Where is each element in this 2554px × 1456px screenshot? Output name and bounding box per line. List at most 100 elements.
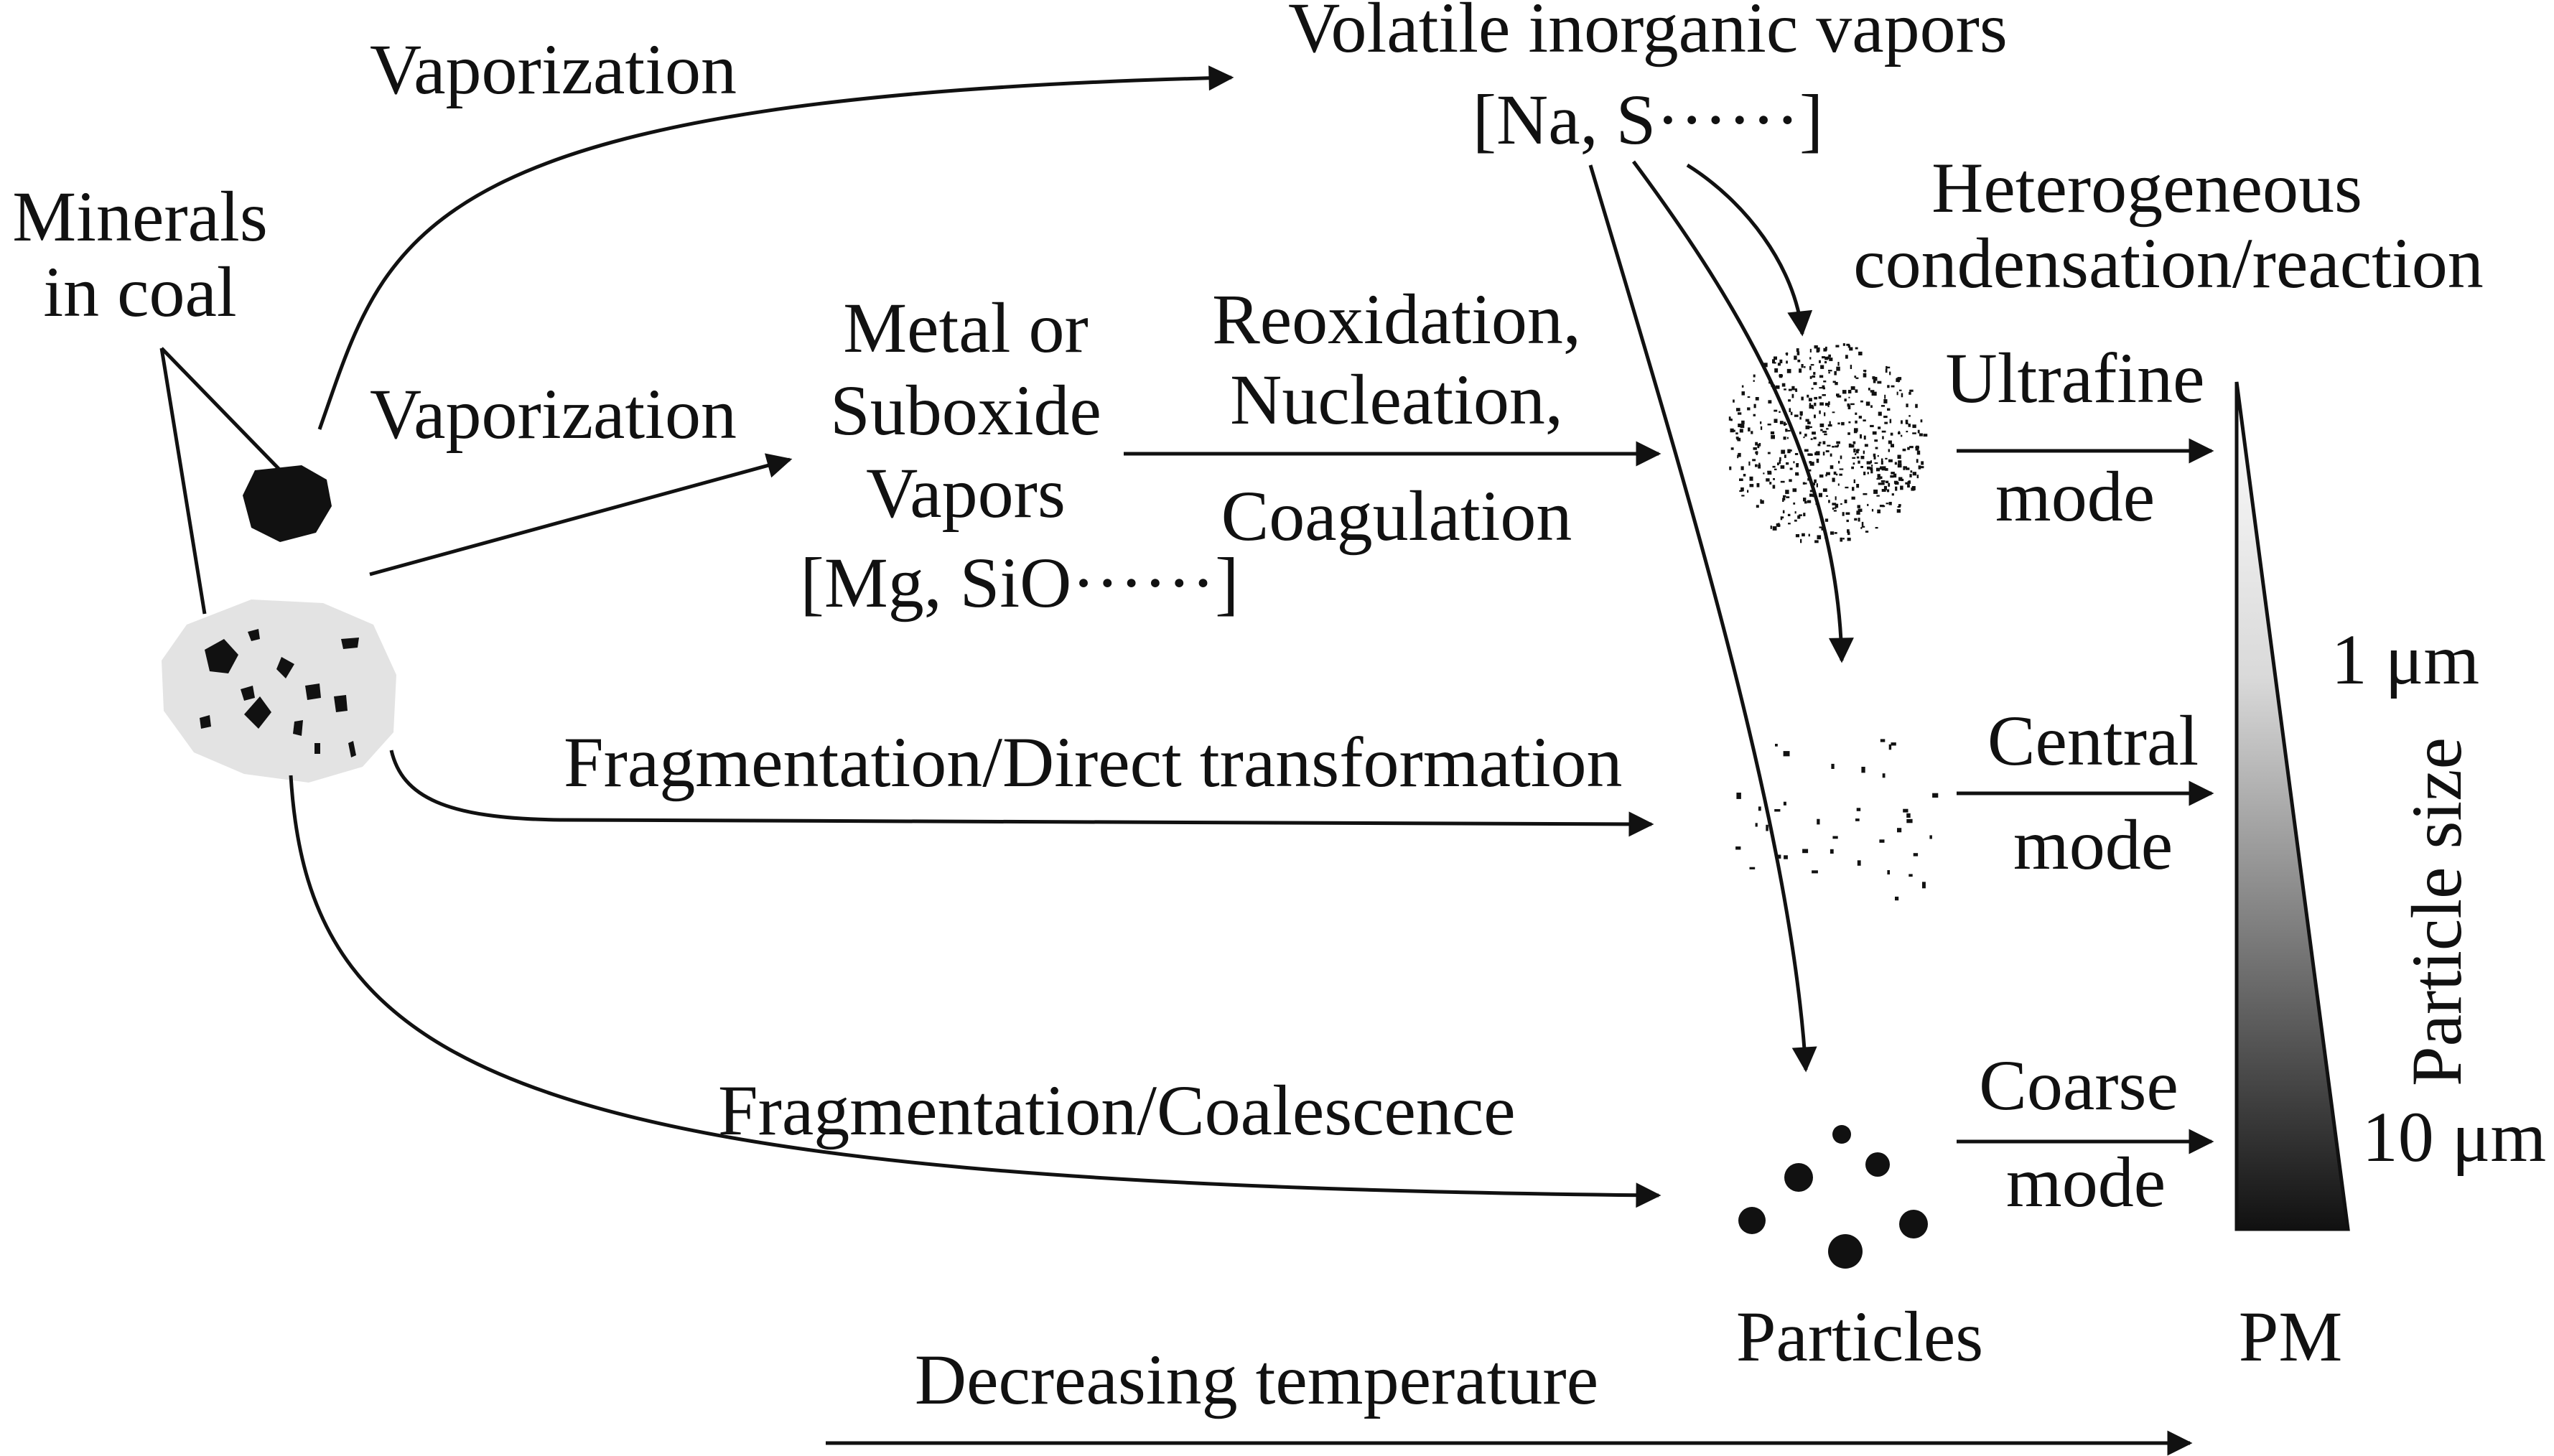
- particle-dot: [1865, 401, 1870, 406]
- particle-dot: [1909, 474, 1912, 477]
- particle-dot: [1770, 431, 1775, 434]
- particle-dot: [1767, 424, 1771, 426]
- particle-dot: [1856, 456, 1860, 459]
- particle-dot: [1918, 465, 1921, 470]
- particle-dot: [1852, 457, 1856, 459]
- particle-dot: [1828, 500, 1830, 503]
- particle-dot: [1789, 449, 1792, 452]
- particle-dot: [1842, 538, 1845, 540]
- ultrafine-mode-label: mode: [1995, 457, 2155, 536]
- particle-dot: [1832, 446, 1835, 448]
- particle-dot: [1779, 411, 1781, 413]
- particle-dot: [1916, 450, 1921, 455]
- particle-dot: [1736, 793, 1741, 799]
- particle-dot: [1815, 451, 1820, 456]
- fragmentation-coalescence-label: Fragmentation/Coalescence: [718, 1070, 1516, 1150]
- particle-dot: [1895, 486, 1898, 491]
- particle-dot: [1760, 421, 1762, 424]
- particle-dot: [1840, 455, 1842, 459]
- coagulation-label: Coagulation: [1221, 476, 1572, 556]
- heterogeneous-label-line2: condensation/reaction: [1853, 223, 2483, 303]
- particle-dot: [1801, 364, 1804, 368]
- reoxidation-label: Reoxidation,: [1212, 279, 1581, 359]
- particle-dot: [1753, 380, 1755, 382]
- particle-dot: [1804, 434, 1807, 437]
- particle-dot: [1851, 444, 1855, 448]
- particle-dot: [1774, 419, 1778, 423]
- particle-dot: [1763, 472, 1765, 475]
- particle-dot: [1919, 466, 1924, 469]
- particle-dot: [1793, 502, 1796, 505]
- particle-dot: [1816, 483, 1818, 487]
- particle-dot: [1909, 446, 1914, 449]
- particle-dot: [1896, 378, 1901, 382]
- particle-dot: [1780, 465, 1785, 469]
- particle-dot: [1834, 370, 1837, 375]
- particle-dot: [1828, 370, 1832, 372]
- particle-dot: [1818, 396, 1822, 399]
- particle-dot: [1836, 393, 1840, 397]
- particle-dot: [1888, 482, 1891, 487]
- particle-dot: [1893, 480, 1898, 484]
- particle-dot: [1898, 431, 1901, 434]
- particle-dot: [1775, 385, 1780, 389]
- particle-dot: [1835, 503, 1839, 508]
- particle-dot: [1865, 531, 1869, 533]
- particle-dot: [1834, 532, 1837, 534]
- particle-dot: [1898, 431, 1901, 434]
- particle-dot: [1889, 371, 1891, 375]
- particle-dot: [1850, 365, 1852, 369]
- particle-dot: [1888, 502, 1892, 505]
- particle-dot: [1804, 449, 1809, 452]
- particle-dot: [1838, 460, 1840, 464]
- particle-dot: [1837, 362, 1840, 366]
- particle-dot: [1791, 393, 1794, 398]
- particle-dot: [1755, 397, 1759, 401]
- particle-dot: [1824, 361, 1827, 364]
- particle-dot: [1847, 537, 1851, 541]
- particle-dot: [1880, 466, 1884, 470]
- particle-dot: [1891, 444, 1894, 448]
- particle-dot: [1768, 378, 1771, 383]
- particle-dot: [1890, 432, 1893, 436]
- particle-dot: [1877, 474, 1880, 478]
- particle-dot: [1903, 808, 1908, 813]
- particle-dot: [1781, 449, 1786, 454]
- particle-dot: [1858, 460, 1860, 464]
- particle-dot: [1767, 472, 1772, 475]
- particle-dot: [1840, 537, 1843, 542]
- particle-dot: [1733, 399, 1735, 403]
- particle-dot: [1845, 486, 1849, 489]
- particle-dot: [1880, 405, 1885, 407]
- particle-dot: [1893, 473, 1897, 478]
- particle-dot: [1811, 388, 1814, 390]
- particle-dot: [1856, 808, 1861, 811]
- particle-dot: [1932, 793, 1939, 798]
- particle-dot: [1863, 370, 1867, 372]
- vaporization-label-mid: Vaporization: [370, 374, 737, 454]
- particle-dot: [1855, 377, 1859, 379]
- volatile-label-line2: [Na, S······]: [1473, 80, 1824, 159]
- particle-dot: [1749, 476, 1753, 481]
- particle-dot: [1809, 403, 1812, 406]
- particle-dot: [1779, 459, 1781, 465]
- particle-dot: [1826, 472, 1830, 475]
- particle-dot: [1748, 427, 1751, 431]
- particle-dot: [1822, 387, 1825, 390]
- particle-dot: [1863, 419, 1866, 421]
- particle-dot: [1857, 860, 1861, 866]
- particle-dot: [1786, 368, 1791, 373]
- particle-dot: [1897, 454, 1901, 459]
- heterogeneous-label-line1: Heterogeneous: [1931, 148, 2362, 228]
- particle-dot: [1756, 482, 1760, 487]
- particle-dot: [1789, 467, 1793, 470]
- particle-dot: [1786, 462, 1789, 465]
- particle-dot: [1887, 870, 1890, 874]
- particle-dot: [1856, 484, 1860, 488]
- particle-dot: [1876, 467, 1880, 472]
- particle-dot: [1741, 385, 1744, 388]
- particle-dot: [1796, 464, 1799, 467]
- particle-dot: [1836, 441, 1840, 444]
- particle-dot: [1766, 478, 1770, 482]
- particle-dot: [1885, 468, 1888, 471]
